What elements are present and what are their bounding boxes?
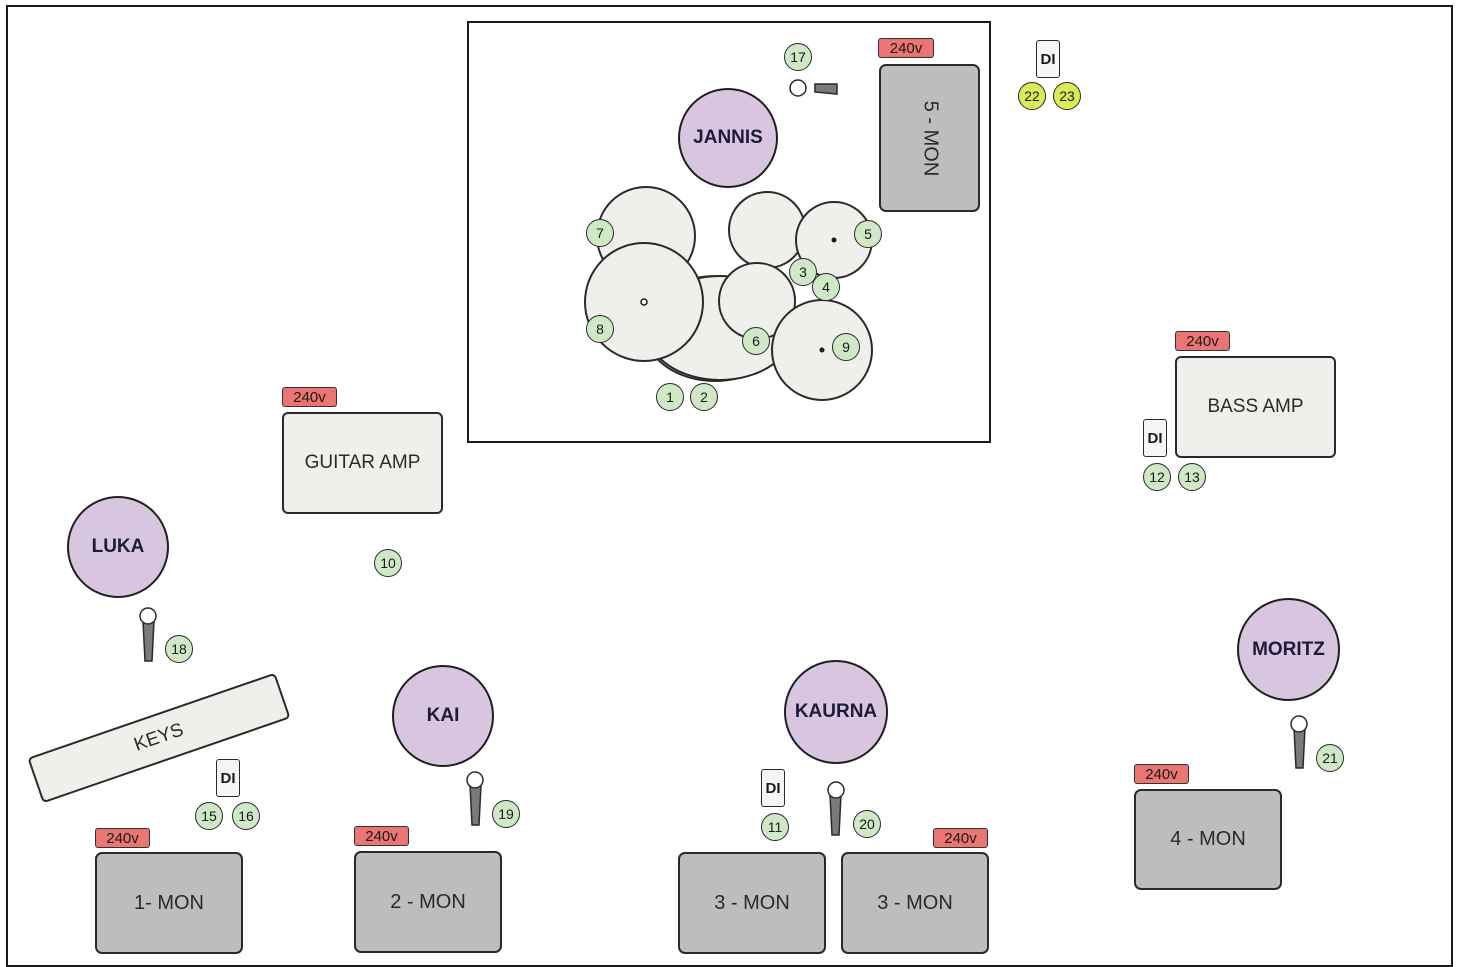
- channel-marker: 2: [690, 383, 718, 411]
- cymbal-center: [640, 298, 648, 306]
- channel-marker: 20: [853, 810, 881, 838]
- channel-marker: 13: [1178, 463, 1206, 491]
- musician-moritz: MORITZ: [1237, 598, 1340, 701]
- channel-marker: 16: [232, 802, 260, 830]
- channel-marker: 3: [789, 258, 817, 286]
- mic-icon: [1290, 715, 1308, 769]
- channel-marker: 7: [586, 219, 614, 247]
- di-box: DI: [1143, 419, 1167, 457]
- channel-marker: 15: [195, 802, 223, 830]
- monitor-1: 1- MON: [95, 852, 243, 954]
- channel-marker: 8: [586, 315, 614, 343]
- di-box: DI: [1036, 40, 1060, 78]
- musician-kaurna: KAURNA: [784, 660, 888, 764]
- channel-marker: 4: [812, 273, 840, 301]
- musician-kai: KAI: [392, 665, 494, 767]
- channel-marker: 1: [656, 383, 684, 411]
- power-240v-badge: 240v: [1175, 331, 1230, 351]
- di-box: DI: [761, 769, 785, 807]
- mic-icon: [789, 79, 838, 97]
- cymbal-center: [819, 347, 825, 353]
- monitor-2: 2 - MON: [354, 851, 502, 953]
- power-240v-badge: 240v: [878, 38, 934, 58]
- musician-luka: LUKA: [67, 496, 169, 598]
- musician-jannis: JANNIS: [678, 88, 778, 188]
- mic-icon: [466, 771, 484, 826]
- channel-marker: 21: [1316, 744, 1344, 772]
- power-240v-badge: 240v: [95, 828, 150, 848]
- channel-marker: 12: [1143, 463, 1171, 491]
- channel-marker: 9: [832, 333, 860, 361]
- di-box: DI: [216, 759, 240, 797]
- power-240v-badge: 240v: [1134, 764, 1189, 784]
- channel-marker: 11: [761, 813, 789, 841]
- guitar-amp: GUITAR AMP: [282, 412, 443, 514]
- mic-icon: [139, 607, 157, 662]
- monitor-3a: 3 - MON: [678, 852, 826, 954]
- bass-amp: BASS AMP: [1175, 356, 1336, 458]
- channel-marker-yellow: 23: [1053, 82, 1081, 110]
- mic-icon: [827, 781, 845, 836]
- power-240v-badge: 240v: [933, 828, 988, 848]
- channel-marker: 17: [784, 43, 812, 71]
- channel-marker-yellow: 22: [1018, 82, 1046, 110]
- cymbal-center: [831, 237, 837, 243]
- channel-marker: 10: [374, 549, 402, 577]
- channel-marker: 5: [854, 220, 882, 248]
- monitor-4: 4 - MON: [1134, 789, 1282, 890]
- power-240v-badge: 240v: [282, 387, 337, 407]
- channel-marker: 18: [165, 635, 193, 663]
- monitor-5: 5 - MON: [879, 64, 980, 212]
- power-240v-badge: 240v: [354, 826, 409, 846]
- channel-marker: 19: [492, 800, 520, 828]
- monitor-3b: 3 - MON: [841, 852, 989, 954]
- channel-marker: 6: [742, 327, 770, 355]
